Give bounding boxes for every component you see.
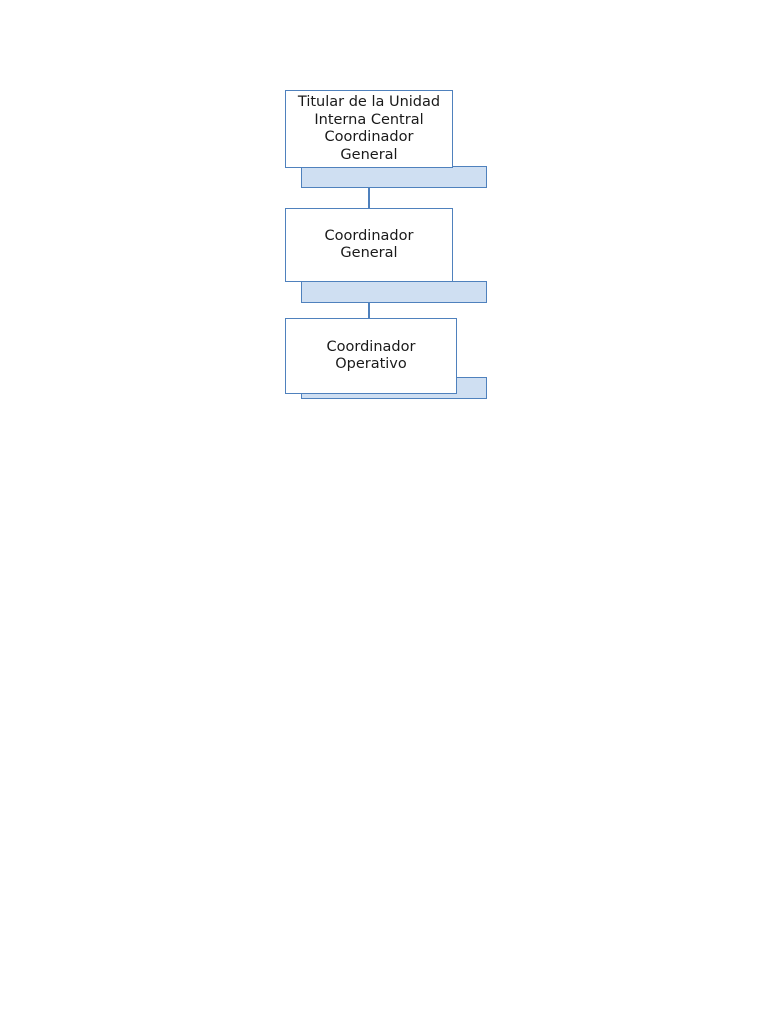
org-connector-1-2 [368, 168, 370, 210]
org-band-2 [301, 281, 487, 303]
org-band-1 [301, 166, 487, 188]
org-node-coordinador-operativo[interactable]: Coordinador Operativo [285, 318, 457, 394]
org-node-coordinador-general[interactable]: Coordinador General [285, 208, 453, 282]
org-node-titular-unidad-interna-central[interactable]: Titular de la Unidad Interna Central Coo… [285, 90, 453, 168]
